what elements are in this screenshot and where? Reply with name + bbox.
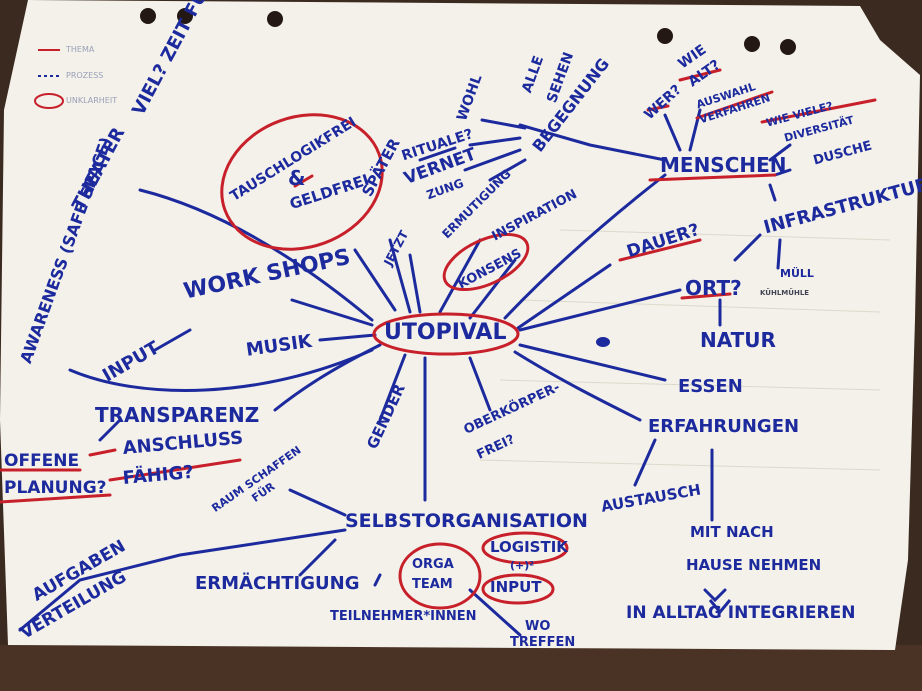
selbstorganisation-node: SELBSTORGANISATION bbox=[345, 510, 588, 532]
legend-label-theme: THEMA bbox=[66, 45, 95, 54]
ort-node: ORT? bbox=[685, 276, 742, 300]
teilnehmer-node: TEILNEHMER*INNEN bbox=[330, 609, 477, 624]
legend-label-process: PROZESS bbox=[66, 71, 104, 80]
offene-node: OFFENE bbox=[4, 451, 80, 471]
planung-node: PLANUNG? bbox=[4, 478, 107, 498]
logistik-mark: (+)² bbox=[510, 559, 535, 572]
ink-dots bbox=[596, 337, 610, 347]
kuehlmuehle-note: KÜHLMÜHLE bbox=[760, 289, 810, 297]
treffen-node: TREFFEN bbox=[510, 635, 576, 650]
branch-lines bbox=[18, 108, 792, 637]
input-orga-node: INPUT bbox=[490, 578, 542, 596]
punch-holes bbox=[140, 8, 796, 55]
natur-node: NATUR bbox=[700, 328, 776, 352]
menschen-node: MENSCHEN bbox=[660, 153, 787, 177]
center-ellipse bbox=[372, 312, 520, 356]
ampersand-node: & bbox=[288, 166, 306, 190]
orga-node: ORGA bbox=[412, 557, 454, 572]
transparenz-node: TRANSPARENZ bbox=[95, 403, 260, 427]
team-node: TEAM bbox=[412, 577, 453, 592]
logistik-node: LOGISTIK bbox=[490, 538, 568, 556]
red-annotations bbox=[0, 68, 877, 610]
wo-node: WO bbox=[525, 619, 551, 634]
mit-nach-node: MIT NACH bbox=[690, 523, 774, 541]
erfahrungen-node: ERFAHRUNGEN bbox=[648, 416, 800, 437]
essen-node: ESSEN bbox=[678, 376, 743, 397]
muell-node: MÜLL bbox=[780, 267, 814, 280]
hause-nehmen-node: HAUSE NEHMEN bbox=[686, 556, 822, 574]
alltag-node: IN ALLTAG INTEGRIEREN bbox=[626, 603, 856, 623]
ermaechtigung-node: ERMÄCHTIGUNG bbox=[195, 573, 360, 594]
legend-swatches bbox=[34, 49, 64, 109]
legend-label-unclear: UNKLARHEIT bbox=[66, 96, 118, 105]
center-node: UTOPIVAL bbox=[384, 320, 507, 345]
